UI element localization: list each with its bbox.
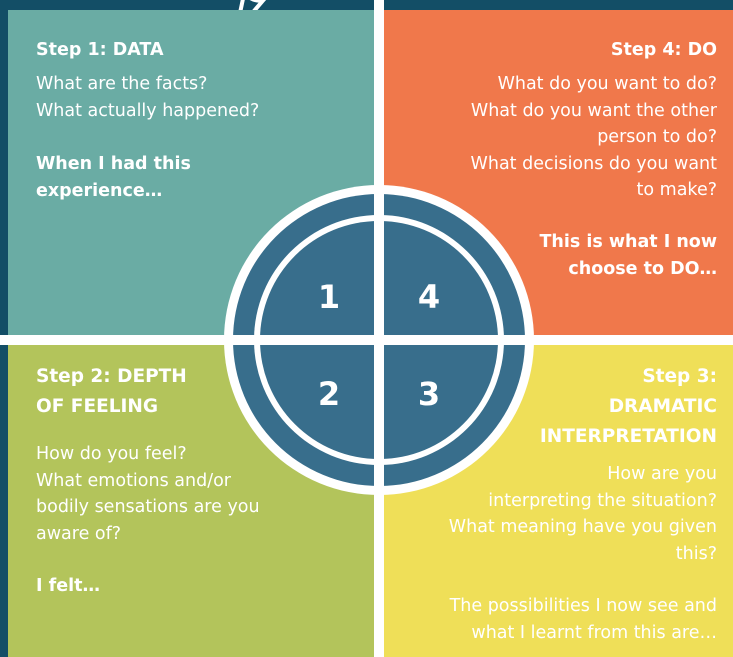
step-2-title: Step 2: DEPTH OF FEELING (36, 366, 187, 417)
wheel-number-1: 1 (318, 278, 340, 316)
step-2-questions: How do you feel? What emotions and/or bo… (36, 444, 260, 544)
step-3-title: Step 3: DRAMATIC INTERPRETATION (539, 366, 717, 447)
quadrant-do: Step 4: DO What do you want to do? What … (384, 10, 733, 335)
step-1-prompt: When I had this experience… (36, 154, 191, 201)
step-3-questions: How are you interpreting the situation? … (448, 464, 717, 564)
step-2-prompt: I felt… (36, 576, 100, 596)
step-3-prompt: The possibilities I now see and what I l… (449, 596, 717, 643)
step-4-prompt: This is what I now choose to DO… (539, 232, 717, 279)
step-4-title: Step 4: DO (610, 40, 717, 60)
step-1-questions: What are the facts? What actually happen… (36, 74, 260, 121)
wheel-horizontal-spoke (224, 335, 534, 345)
wheel-number-4: 4 (418, 278, 440, 316)
quadrant-data: Step 1: DATA What are the facts? What ac… (8, 10, 374, 335)
step-1-title: Step 1: DATA (36, 40, 164, 60)
step-4-questions: What do you want to do? What do you want… (470, 74, 717, 200)
wheel-number-3: 3 (418, 375, 440, 413)
wheel-number-2: 2 (318, 375, 340, 413)
